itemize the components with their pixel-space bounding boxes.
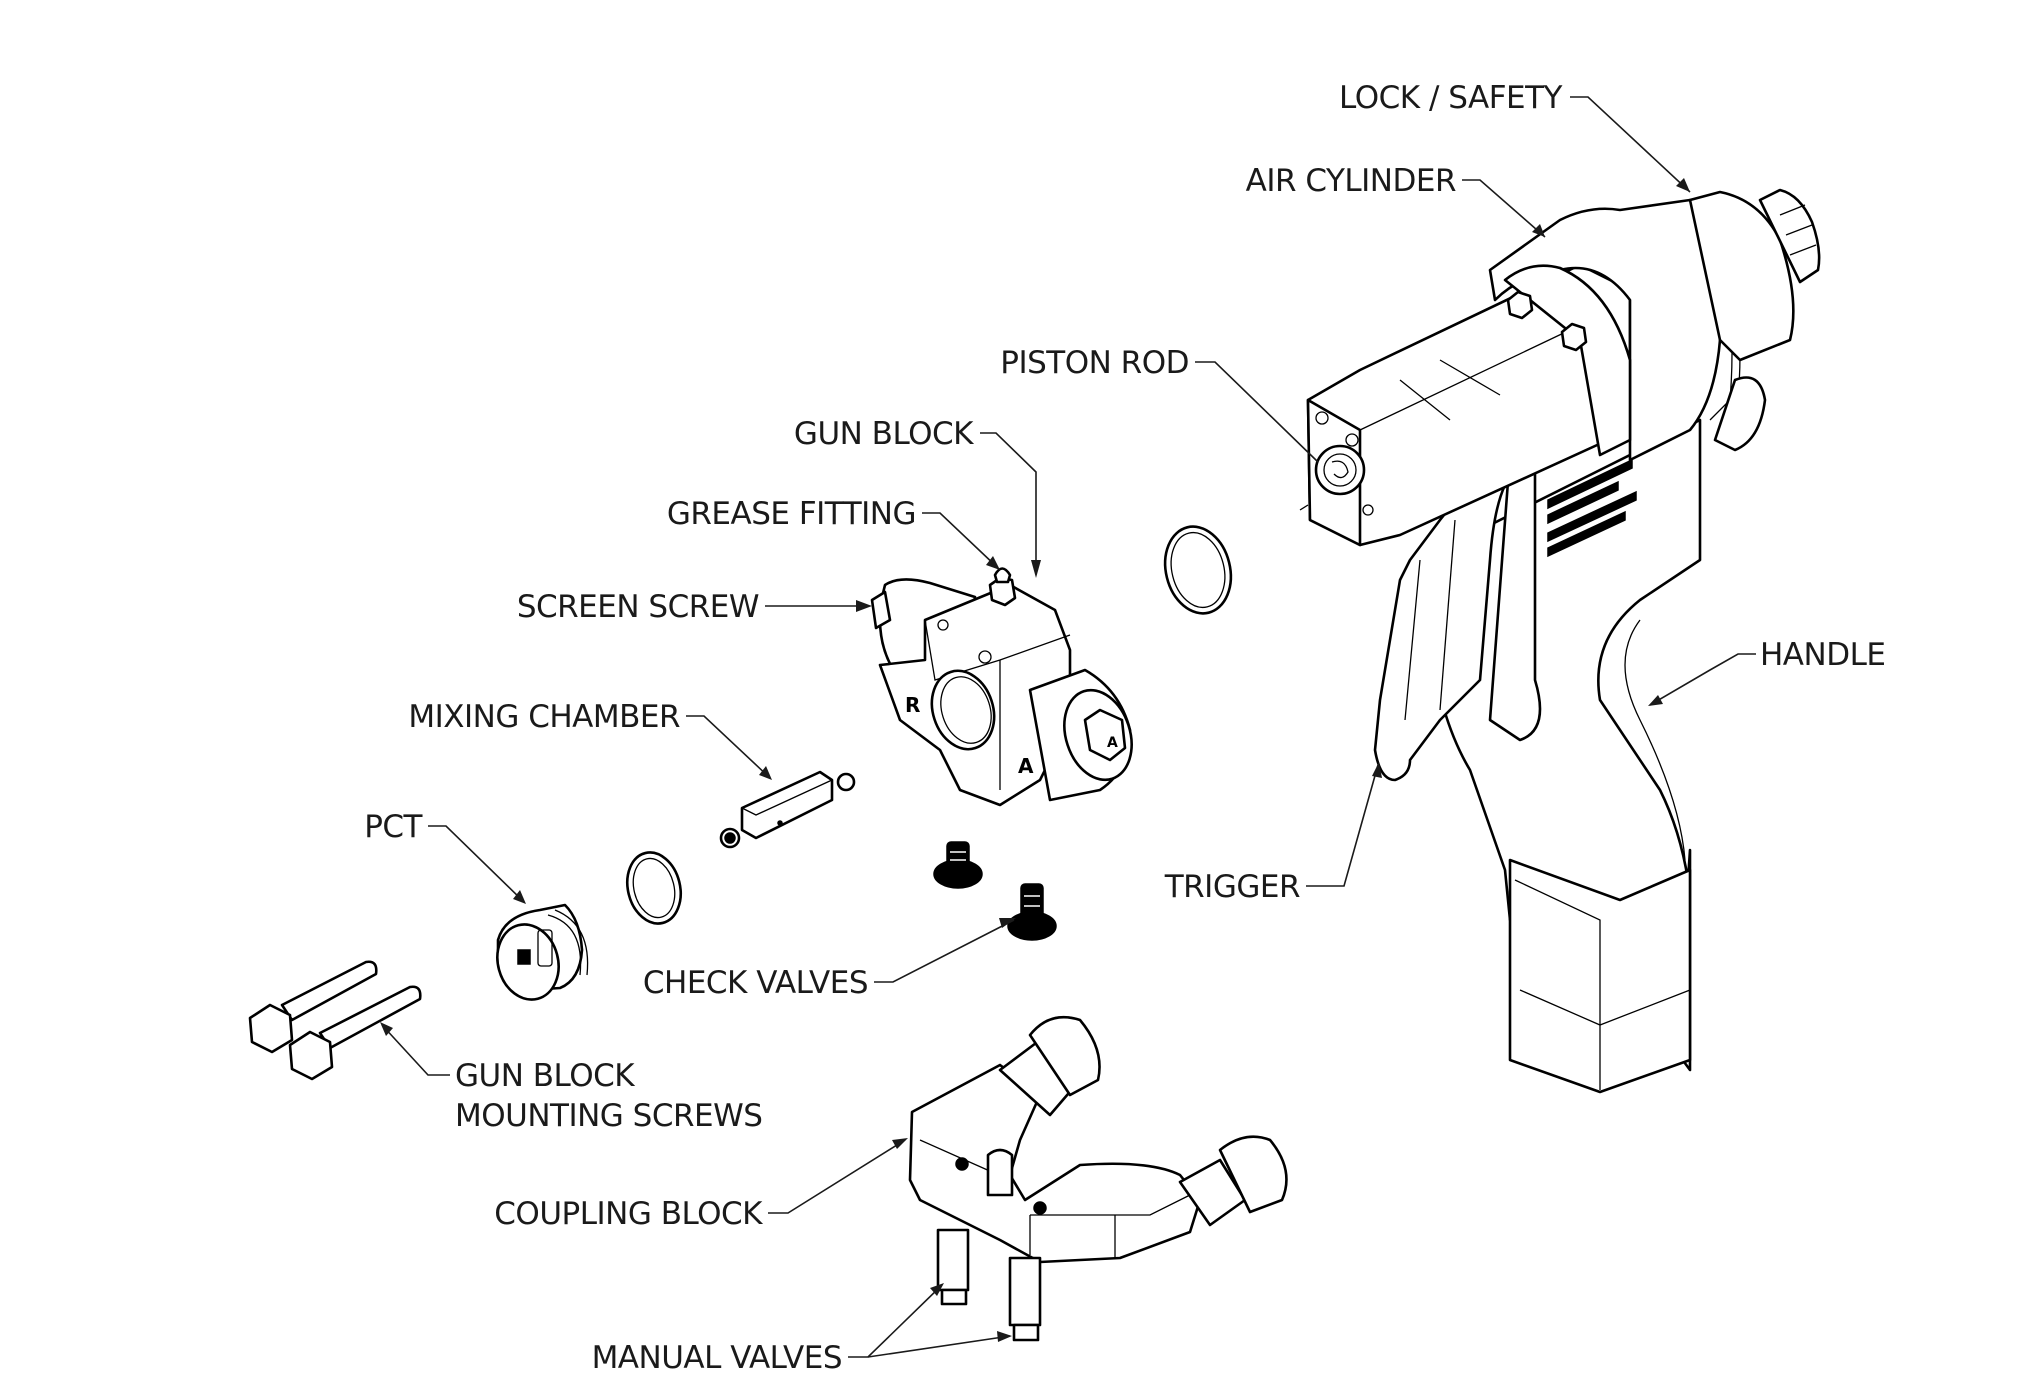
label-gun-block: GUN BLOCK [794, 416, 974, 452]
label-pct: PCT [364, 809, 423, 845]
leader-lines [380, 96, 1756, 1358]
label-air-cylinder: AIR CYLINDER [1246, 163, 1456, 199]
o-ring-large [1163, 525, 1233, 615]
port-r-marking: R [905, 693, 920, 717]
label-trigger: TRIGGER [1164, 869, 1300, 905]
label-screen-screw: SCREEN SCREW [517, 589, 759, 625]
gun-block-part: R A A [870, 567, 1133, 807]
label-handle: HANDLE [1760, 637, 1885, 673]
coupling-block-part [908, 1015, 1288, 1342]
mixing-chamber-part [719, 770, 856, 849]
label-manual-valves: MANUAL VALVES [592, 1340, 842, 1376]
fitting-a-marking: A [1107, 735, 1118, 751]
gun-body [1299, 188, 1821, 1094]
check-valve-2 [1007, 883, 1057, 941]
lock-knob-part [1758, 188, 1821, 284]
pct-part [496, 903, 589, 1001]
label-check-valves: CHECK VALVES [643, 965, 868, 1001]
callout-labels: LOCK / SAFETY AIR CYLINDER PISTON ROD GU… [364, 80, 1886, 1376]
label-grease-fitting: GREASE FITTING [667, 496, 916, 532]
label-gun-block-mounting-screws-line1: GUN BLOCK [455, 1058, 635, 1094]
label-gun-block-mounting-screws-line2: MOUNTING SCREWS [455, 1098, 762, 1134]
label-lock-safety: LOCK / SAFETY [1339, 80, 1563, 116]
check-valve-1 [933, 841, 983, 889]
mounting-screw-2 [288, 985, 422, 1081]
label-mixing-chamber: MIXING CHAMBER [408, 699, 680, 735]
label-piston-rod: PISTON ROD [1000, 345, 1189, 381]
mounting-screw-1 [248, 960, 378, 1054]
port-a-marking: A [1018, 754, 1034, 778]
o-ring-small [626, 851, 682, 925]
label-coupling-block: COUPLING BLOCK [494, 1196, 763, 1232]
